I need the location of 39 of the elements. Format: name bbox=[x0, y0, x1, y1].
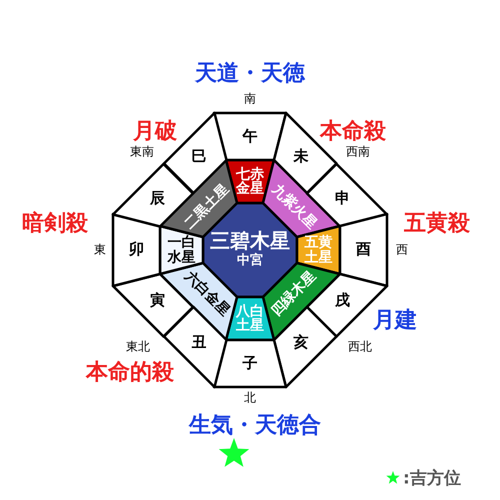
zodiac-sign: 寅 bbox=[150, 293, 165, 309]
zodiac-sign: 丑 bbox=[192, 334, 207, 350]
zodiac-sign: 巳 bbox=[192, 150, 207, 166]
compass-direction: 東 bbox=[94, 242, 106, 258]
zodiac-sign: 未 bbox=[293, 150, 308, 166]
compass-direction: 東南 bbox=[130, 144, 154, 160]
star-name: 八白土星 bbox=[236, 304, 264, 334]
zodiac-sign: 卯 bbox=[129, 242, 144, 258]
zodiac-sign: 申 bbox=[335, 191, 350, 207]
direction-deity-label: 月建 bbox=[373, 307, 417, 335]
compass-direction: 北 bbox=[244, 390, 256, 406]
star-name: 七赤金星 bbox=[236, 166, 264, 196]
zodiac-sign: 亥 bbox=[293, 334, 308, 350]
star-name: 二黒土星 bbox=[182, 182, 232, 232]
compass-direction: 東北 bbox=[126, 338, 150, 356]
star-name: 一白水星 bbox=[167, 235, 196, 265]
compass-direction: 西 bbox=[396, 242, 408, 258]
star-name: 六白金星 bbox=[182, 268, 232, 318]
star-name: 五黄土星 bbox=[304, 235, 333, 265]
compass-direction: 南 bbox=[244, 90, 256, 108]
direction-deity-label: 暗剣殺 bbox=[22, 210, 88, 238]
compass-direction: 西北 bbox=[348, 338, 372, 356]
legend-text: :吉方位 bbox=[403, 468, 461, 490]
direction-deity-label: 天道・天徳 bbox=[195, 60, 305, 88]
direction-deity-label: 本命的殺 bbox=[86, 359, 174, 387]
star-name: 九紫火星 bbox=[268, 182, 318, 232]
direction-deity-label: 五黄殺 bbox=[404, 210, 470, 238]
star-name: 四緑木星 bbox=[268, 268, 318, 318]
compass-direction: 西南 bbox=[346, 144, 370, 160]
direction-deity-label: 生気・天徳合 bbox=[189, 412, 321, 440]
direction-deity-label: 本命殺 bbox=[320, 118, 386, 146]
star-name: 三碧木星 bbox=[210, 230, 290, 252]
zodiac-sign: 戌 bbox=[335, 293, 350, 309]
zodiac-sign: 午 bbox=[242, 128, 258, 144]
zodiac-sign: 子 bbox=[242, 356, 258, 372]
zodiac-sign: 酉 bbox=[356, 242, 371, 258]
direction-deity-label: 月破 bbox=[133, 118, 177, 146]
zodiac-sign: 辰 bbox=[150, 191, 165, 207]
palace-name: 中宮 bbox=[237, 254, 263, 268]
